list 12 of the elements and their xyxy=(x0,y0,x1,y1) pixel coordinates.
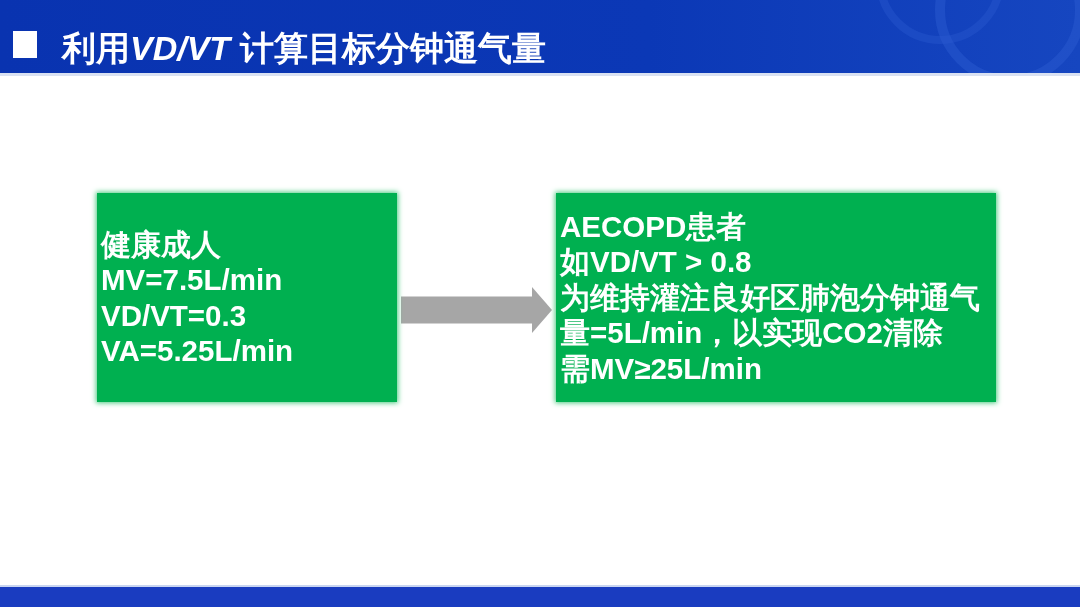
slide-title: 利用VD/VT 计算目标分钟通气量 xyxy=(62,28,546,69)
box-text: 需MV≥25L/min xyxy=(560,350,762,387)
box-text: 如VD/VT > 0.8 xyxy=(560,244,752,280)
box-text: VA=5.25L/min xyxy=(101,333,294,369)
box-heading: 健康成人 xyxy=(101,226,221,262)
arrow xyxy=(401,287,552,333)
box-text: VD/VT=0.3 xyxy=(101,297,247,333)
process-box xyxy=(97,193,397,402)
box-text: 为维持灌注良好区肺泡分钟通气量=5L/min，以实现CO2清除 xyxy=(560,279,981,351)
process-box xyxy=(556,193,996,402)
box-heading: AECOPD患者 xyxy=(560,208,747,245)
box-text: MV=7.5L/min xyxy=(101,262,283,298)
